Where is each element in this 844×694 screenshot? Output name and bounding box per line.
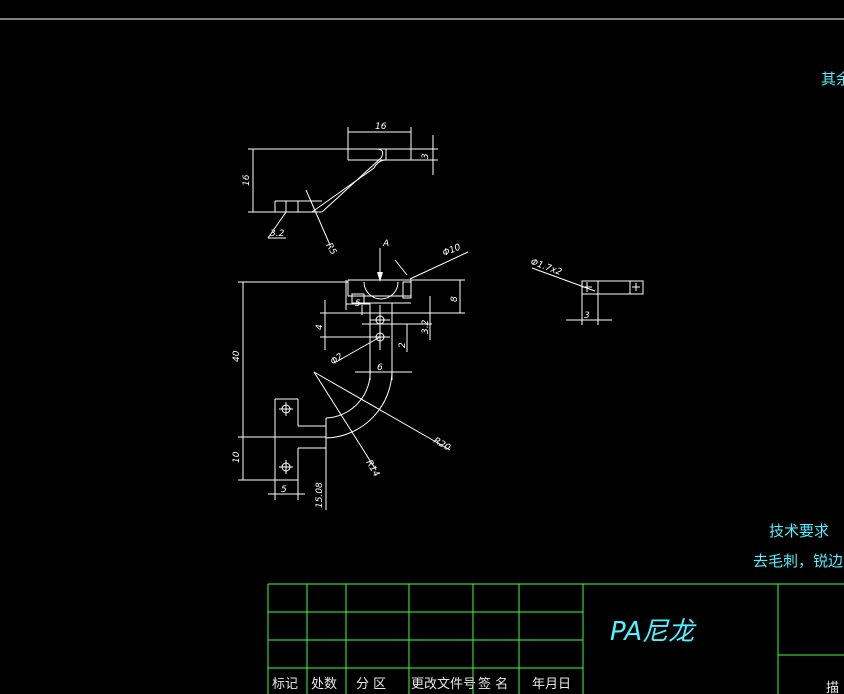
tb-header-4: 签 名	[478, 676, 508, 692]
side-view	[248, 127, 438, 246]
tb-header-1: 处数	[311, 677, 337, 692]
material-label: PA尼龙	[610, 617, 697, 647]
tb-header-0: 标记	[272, 677, 298, 692]
dim-foot-w: 5	[281, 485, 287, 495]
front-view	[238, 248, 469, 510]
tb-header-3: 更改文件号	[411, 677, 476, 692]
dim-side-width: 16	[375, 122, 387, 132]
dim-left-h: 4	[315, 324, 325, 330]
dim-foot-gap: 10	[232, 451, 242, 463]
dim-stem-w: 6	[377, 363, 383, 373]
dim-side-height: 16	[242, 174, 252, 186]
tb-header-5: 年月日	[532, 677, 571, 692]
note-top-right: 其余	[821, 70, 844, 88]
dim-right-step: 3.2	[421, 319, 431, 334]
dim-right-gap: 8	[450, 296, 460, 302]
dim-small-h: 2	[398, 342, 408, 348]
dim-view-label: A	[382, 239, 389, 249]
tech-req-item: 去毛刺，锐边	[753, 552, 843, 570]
detail-view	[531, 267, 644, 325]
title-block-grid	[267, 583, 844, 694]
dim-total-h: 40	[232, 350, 242, 362]
dim-detail-thick: 3	[584, 311, 590, 321]
dim-side-thick: 3	[421, 153, 431, 159]
dim-foot-len: 15.08	[315, 482, 325, 508]
view-a-arrow-head	[377, 272, 383, 282]
dim-side-foot: 3.2	[270, 229, 285, 239]
tb-header-2: 分 区	[356, 677, 386, 692]
dim-left-offset: 5	[355, 299, 361, 309]
tb-partial-right: 描	[826, 681, 839, 694]
tech-req-title: 技术要求	[769, 522, 829, 540]
